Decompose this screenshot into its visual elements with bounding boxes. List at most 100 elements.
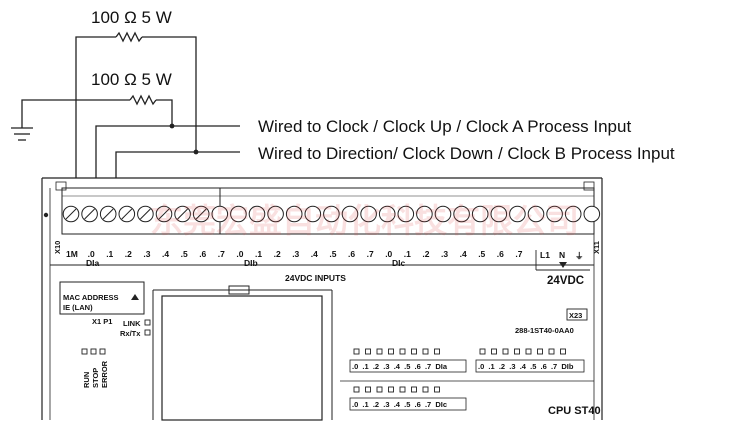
- mac-address-box: [59, 281, 145, 315]
- status-error: ERROR: [100, 360, 109, 388]
- plc-watermark: 东莞宏盛自动化科技有限公司: [150, 201, 579, 240]
- mac-address-label: MAC ADDRESS: [63, 293, 119, 302]
- group-dib-label: DIb: [244, 258, 258, 268]
- io-led: [491, 348, 497, 355]
- wire-r1-right: [142, 36, 197, 152]
- power-label: 24VDC: [547, 275, 584, 287]
- cpu-label: CPU ST40: [548, 405, 601, 417]
- io-label-boxes: [340, 359, 594, 411]
- wire-r2-right: [156, 99, 173, 126]
- terminal-screw: [527, 205, 545, 223]
- x11-label: X11: [592, 241, 601, 254]
- terminal-screw: [546, 205, 563, 223]
- door-panel: [161, 295, 323, 421]
- terminal-screw: [490, 205, 508, 223]
- io-led: [479, 348, 486, 355]
- input-terminal-label: .1: [404, 249, 411, 259]
- terminal-screw: [416, 205, 433, 223]
- screw-slot: [140, 208, 151, 220]
- input-terminal-label: .0: [88, 249, 95, 259]
- io-label-dic: .0 .1 .2 .3 .4 .5 .6 .7 DIc: [352, 400, 447, 409]
- io-led: [365, 348, 371, 355]
- front-door: [152, 285, 333, 421]
- io-led: [560, 348, 566, 355]
- x23-label: X23: [569, 311, 582, 320]
- screw-slot: [65, 208, 77, 220]
- plc-corner-tab-right: [583, 181, 595, 191]
- input-terminal-label: .1: [255, 249, 262, 259]
- io-box-dib: [475, 359, 585, 373]
- io-led: [434, 348, 440, 355]
- input-terminal-label: .2: [125, 249, 132, 259]
- io-led: [376, 386, 383, 393]
- input-terminal-label: .3: [143, 249, 150, 259]
- link-label: LINK: [123, 319, 141, 328]
- input-terminal-label: .7: [367, 249, 374, 259]
- screw-slot: [102, 208, 114, 220]
- terminal-screw: [211, 205, 229, 223]
- wire-terminal-3: [115, 151, 240, 178]
- io-led: [411, 386, 417, 393]
- terminal-screw: [509, 205, 526, 223]
- status-leds: [81, 348, 106, 355]
- io-led: [525, 348, 532, 355]
- status-run: RUN: [82, 372, 91, 388]
- inputs-label: 24VDC INPUTS: [285, 273, 346, 283]
- door-latch: [228, 285, 250, 295]
- terminal-screw: [378, 205, 396, 223]
- junction-dot-1: [169, 123, 175, 129]
- status-led-error: [99, 348, 106, 355]
- plc-corner-tab-left: [55, 181, 67, 191]
- x10-label: X10: [53, 241, 62, 254]
- terminal-screw: [285, 205, 303, 223]
- terminal-screw: [583, 205, 601, 223]
- io-led: [388, 348, 394, 355]
- io-box-dia: [349, 359, 467, 373]
- external-wiring: [11, 31, 240, 178]
- io-label-dib: .0 .1 .2 .3 .4 .5 .6 .7 DIb: [478, 362, 574, 371]
- input-terminal-label: .1: [106, 249, 113, 259]
- io-led: [422, 386, 429, 393]
- input-terminal-label: .0: [385, 249, 392, 259]
- resistor-1: [115, 31, 143, 43]
- screw-slot: [121, 208, 133, 220]
- input-terminal-label: .6: [199, 249, 206, 259]
- terminal-screw: [434, 205, 452, 223]
- resistor-2-label: 100 Ω 5 W: [91, 70, 172, 89]
- power-term-l1: L1: [540, 250, 550, 260]
- terminal-screw: [230, 205, 247, 223]
- io-led: [422, 348, 429, 355]
- input-terminal-label: .5: [329, 249, 336, 259]
- wire-terminal-2: [95, 125, 240, 178]
- terminal-screw: [564, 205, 582, 223]
- terminal-screw: [397, 205, 415, 223]
- io-box-dic: [349, 397, 467, 411]
- io-led: [388, 386, 394, 393]
- input-terminal-label: .4: [162, 249, 169, 259]
- terminal-screw: [248, 205, 266, 223]
- group-dia-label: DIa: [86, 258, 100, 268]
- input-terminal-label: .3: [441, 249, 448, 259]
- power-term-ground: ⏚: [575, 251, 584, 261]
- group-dic-label: DIc: [392, 258, 406, 268]
- rxtx-label: Rx/Tx: [120, 329, 141, 338]
- input-terminal-labels: 1M.0.1.2.3.4.5.6.7.0.1.2.3.4.5.6.7.0.1.2…: [66, 249, 523, 259]
- input-terminal-label: .6: [348, 249, 355, 259]
- link-led: [144, 319, 151, 326]
- power-terminal-section: [535, 250, 590, 271]
- status-stop: STOP: [91, 368, 100, 388]
- io-led: [514, 348, 520, 355]
- io-led: [365, 386, 371, 393]
- resistor-2: [129, 94, 157, 106]
- io-led: [353, 348, 360, 355]
- terminal-screws: [62, 205, 601, 223]
- input-terminal-label: .7: [515, 249, 522, 259]
- resistor-1-label: 100 Ω 5 W: [91, 8, 172, 27]
- screw-slot: [195, 208, 207, 220]
- input-terminal-label: .2: [422, 249, 429, 259]
- input-terminal-label: .6: [497, 249, 504, 259]
- io-led: [376, 348, 383, 355]
- terminal-screw: [471, 205, 489, 223]
- io-led-rows: [353, 348, 566, 393]
